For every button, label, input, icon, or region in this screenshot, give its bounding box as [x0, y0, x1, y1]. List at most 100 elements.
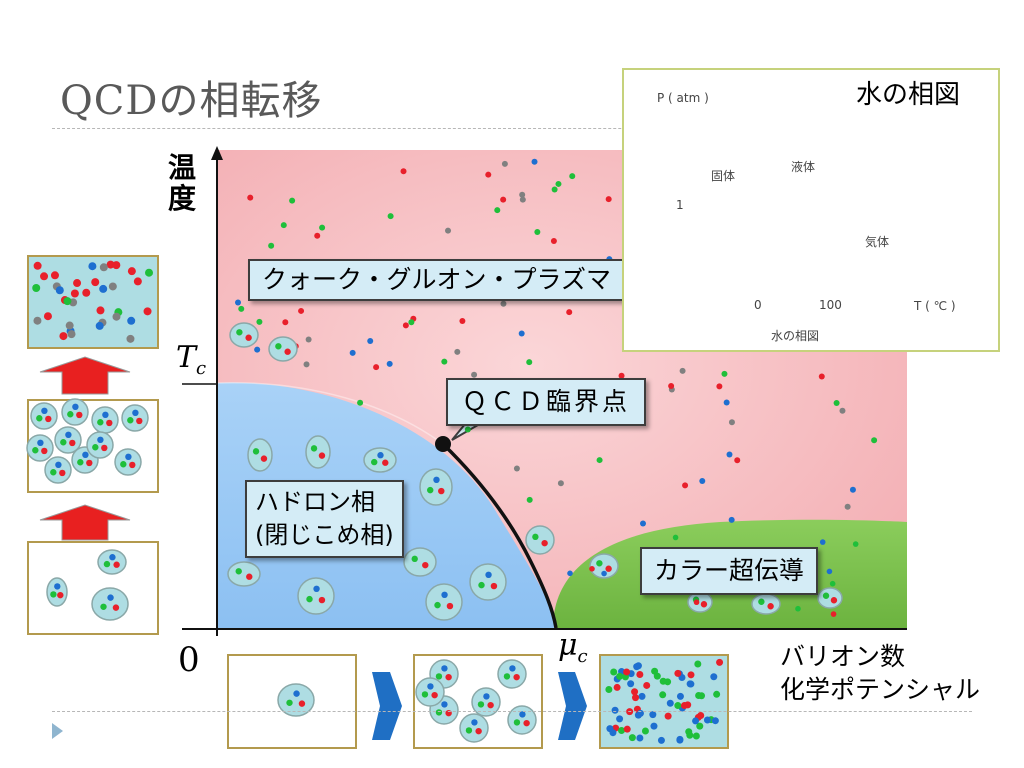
water-gas-label: 気体 — [865, 235, 890, 249]
qgp-particle — [234, 299, 241, 306]
panel-particle — [67, 330, 76, 339]
quark-dot — [483, 693, 490, 700]
quark-dot — [541, 539, 548, 547]
panel-particle — [605, 686, 613, 694]
qgp-particle — [289, 197, 296, 204]
slide-title: QCDの相転移 — [60, 78, 323, 124]
panel-particle — [666, 699, 674, 707]
water-tick-100: 100 — [819, 298, 842, 312]
panel-particle — [143, 307, 152, 316]
quark-dot — [129, 461, 136, 469]
color-sc-pairs — [567, 534, 859, 617]
quark-dot — [422, 561, 429, 569]
quark-dot — [513, 673, 520, 681]
water-tick-0: 0 — [754, 298, 762, 312]
hadron-cell — [46, 577, 68, 607]
quark-dot — [125, 453, 132, 461]
qgp-particle — [459, 318, 466, 325]
left-panel-dense-hadrons — [26, 398, 159, 493]
panel-particle — [659, 677, 667, 685]
quark-dot — [445, 673, 452, 681]
water-inset-frame — [622, 68, 1000, 352]
hadron-phase-label: ハドロン相 (閉じこめ相) — [245, 480, 404, 558]
quark-dot — [434, 601, 441, 609]
quark-dot — [318, 596, 326, 604]
water-y-axis-label: P ( atm ) — [657, 91, 709, 105]
panel-particle — [674, 702, 682, 710]
water-caption: 水の相図 — [771, 329, 820, 343]
hadron-cell — [229, 322, 259, 348]
title-divider — [52, 128, 972, 129]
quark-dot — [758, 598, 765, 605]
panel-particle — [59, 332, 68, 341]
panel-particle — [99, 284, 108, 293]
hadron-cell — [247, 438, 273, 472]
hadron-cell — [419, 468, 453, 506]
qgp-particle — [871, 437, 878, 444]
quark-dot — [487, 701, 494, 709]
quark-dot — [298, 700, 306, 707]
panel-particle — [95, 321, 104, 330]
blue-right-arrow-icon — [558, 672, 587, 740]
muc-symbol: μ — [558, 628, 578, 663]
quark-dot — [41, 407, 48, 415]
qgp-particle — [314, 232, 321, 239]
qgp-particle — [679, 367, 686, 374]
qgp-particle — [618, 372, 625, 379]
hadron-cell — [469, 563, 507, 601]
cs-quark — [589, 565, 595, 572]
quark-dot — [41, 447, 48, 455]
quark-dot — [490, 582, 498, 590]
qgp-particle — [728, 516, 735, 523]
qgp-particles — [234, 158, 878, 527]
hadron-cell — [86, 431, 114, 459]
qgp-particle — [282, 319, 289, 326]
hadron-cell — [268, 336, 298, 362]
hadron-cell — [26, 434, 54, 462]
quark-dot — [310, 445, 318, 452]
qgp-particle — [387, 213, 394, 220]
quark-dot — [513, 719, 521, 726]
quark-dot — [478, 581, 485, 589]
panel-particle — [91, 278, 100, 287]
panel-particle — [686, 731, 694, 739]
quark-dot — [318, 452, 326, 459]
cs-quark — [601, 570, 607, 577]
qgp-particle — [844, 503, 851, 510]
quark-dot — [106, 419, 113, 427]
qgp-particle — [305, 336, 312, 343]
panel-particle — [623, 725, 631, 733]
quark-dot — [435, 673, 443, 680]
quark-dot — [136, 417, 143, 425]
panel-particle — [676, 692, 684, 700]
panel-particle — [710, 673, 718, 681]
hadron-cell — [91, 587, 129, 621]
panel-particle — [73, 279, 82, 288]
panel-particle — [43, 312, 52, 321]
quark-dot — [431, 691, 438, 699]
qgp-particle — [268, 242, 275, 249]
panel-particle — [609, 729, 617, 737]
quark-dot — [57, 591, 64, 599]
qgp-particle — [494, 207, 501, 214]
qgp-particle — [400, 168, 407, 175]
panel-particle — [657, 736, 665, 744]
qgp-particle — [726, 451, 733, 458]
qgp-particle — [734, 457, 741, 464]
quark-dot — [36, 415, 43, 422]
qgp-particle — [408, 319, 415, 326]
quark-dot — [605, 565, 612, 572]
panel-particle — [32, 283, 41, 292]
quark-dot — [435, 709, 443, 716]
panel-particle — [628, 734, 636, 742]
panel-particle — [623, 668, 631, 676]
qgp-particle — [849, 486, 856, 493]
panel-particle — [133, 277, 142, 286]
qgp-particle — [555, 180, 562, 187]
cooper-pair — [817, 587, 843, 609]
qgp-particle — [531, 158, 538, 165]
qgp-particle — [256, 318, 263, 325]
quark-dot — [485, 571, 492, 579]
baryon-axis-line2: 化学ポテンシャル — [780, 675, 981, 704]
quark-dot — [441, 591, 448, 599]
